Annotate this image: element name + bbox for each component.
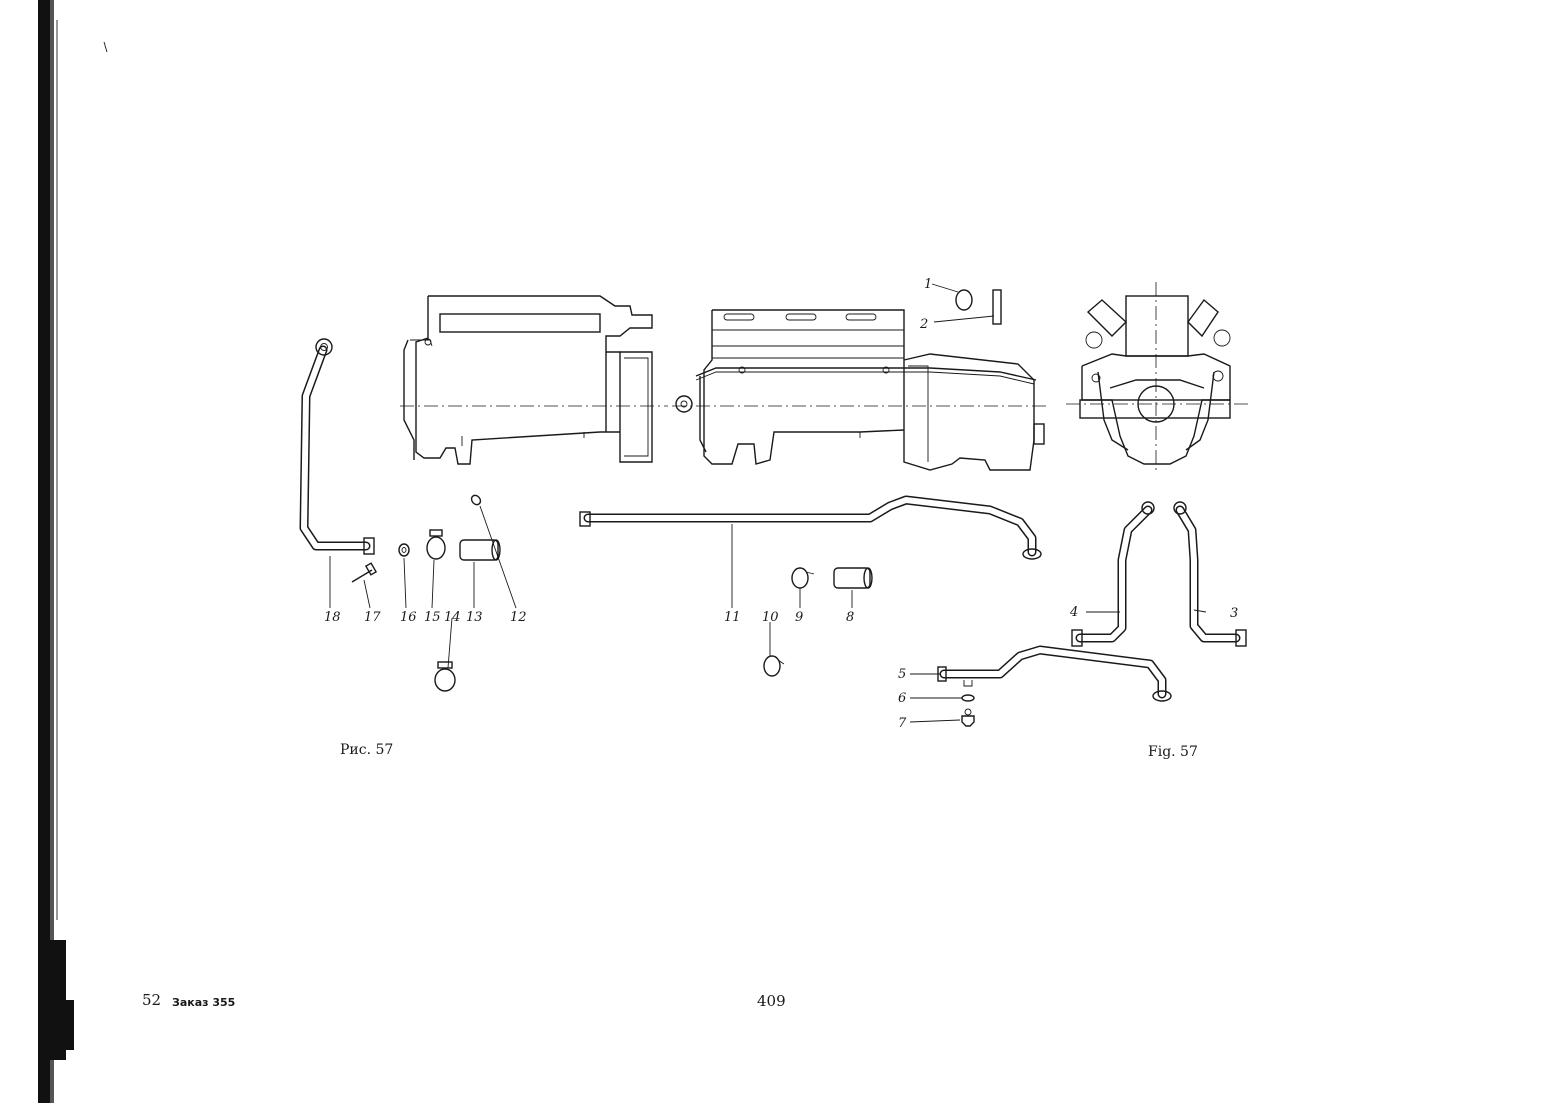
label-13: 13 — [466, 610, 483, 625]
label-16: 16 — [400, 610, 417, 625]
engine-side-view-left — [403, 295, 653, 465]
label-3: 3 — [1230, 606, 1238, 621]
label-8: 8 — [846, 610, 854, 625]
label-9: 9 — [795, 610, 803, 625]
part-15-clamp — [426, 529, 446, 560]
part-14-clamp — [434, 661, 456, 692]
part-9-clamp — [791, 567, 815, 589]
figure-caption-ru: Рис. 57 — [340, 742, 394, 758]
label-11: 11 — [724, 610, 741, 625]
part-17-bolt — [351, 562, 378, 583]
scan-binding-edge — [38, 0, 108, 1103]
part-number-labels: 1 2 3 4 5 6 7 8 9 10 11 12 13 14 15 16 1… — [324, 277, 1238, 731]
sheet-number: 52 — [142, 991, 162, 1009]
label-1: 1 — [924, 277, 932, 292]
label-10: 10 — [762, 610, 779, 625]
part-16-washer — [398, 543, 410, 557]
label-18: 18 — [324, 610, 341, 625]
part-6-washer — [961, 694, 975, 702]
label-5: 5 — [898, 667, 906, 682]
label-12: 12 — [510, 610, 527, 625]
part-12-washer — [470, 494, 482, 506]
part-18-bent-pipe — [299, 338, 375, 555]
page-number: 409 — [757, 992, 786, 1010]
label-15: 15 — [424, 610, 441, 625]
label-7: 7 — [898, 716, 907, 731]
part-5-pipe — [937, 645, 1172, 702]
label-14: 14 — [444, 610, 461, 625]
part-4-pipe — [1071, 501, 1155, 647]
label-4: 4 — [1069, 605, 1078, 620]
leader-lines — [329, 283, 1207, 723]
label-2: 2 — [919, 317, 928, 332]
part-13-sleeve — [459, 539, 501, 561]
figure-caption-en: Fig. 57 — [1148, 744, 1198, 760]
part-8-sleeve — [833, 567, 873, 589]
label-17: 17 — [364, 610, 381, 625]
part-11-long-pipe — [579, 495, 1042, 560]
engine-side-view-center — [675, 309, 1045, 471]
label-6: 6 — [898, 691, 906, 706]
part-7-plug — [961, 708, 975, 727]
engine-front-view — [1079, 295, 1231, 465]
part-10-clamp — [763, 655, 785, 677]
part-3-pipe — [1173, 501, 1247, 647]
centerlines — [400, 282, 1250, 472]
part-2-plate — [992, 289, 1002, 325]
order-number: Заказ 355 — [172, 996, 236, 1009]
part-1-clamp — [955, 289, 973, 311]
